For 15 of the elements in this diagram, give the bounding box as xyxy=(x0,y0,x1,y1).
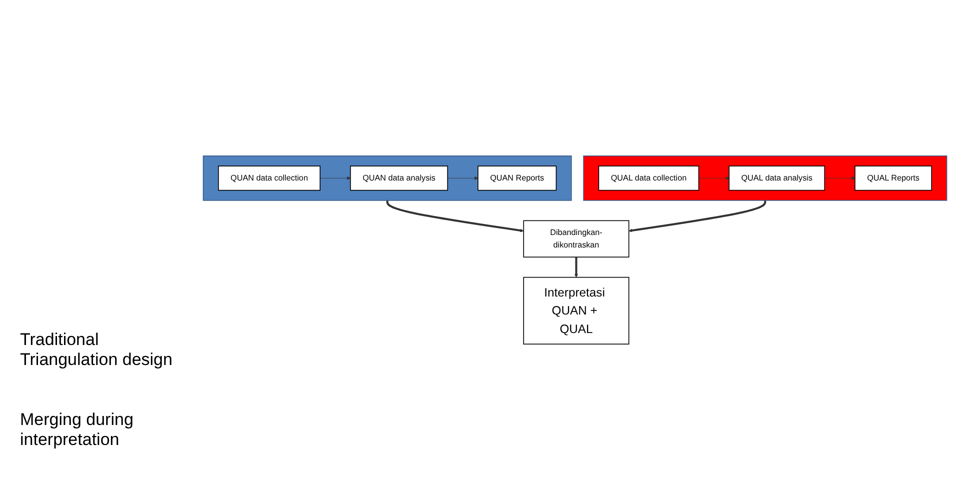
cluster xyxy=(583,156,948,201)
node-box: QUAN data analysis xyxy=(350,166,448,191)
node-box: Interpretasi QUAN + QUAL xyxy=(523,276,630,344)
arrow xyxy=(574,257,578,278)
arrow xyxy=(386,200,524,232)
cluster xyxy=(202,156,572,201)
node-box: QUAL Reports xyxy=(854,166,932,191)
note-text: Traditional Triangulation design xyxy=(20,330,174,370)
node-box: Dibandingkan-dikontraskan xyxy=(523,220,630,258)
node-box: QUAN data collection xyxy=(218,166,320,191)
arrow xyxy=(628,200,766,232)
note-text: Merging during interpretation xyxy=(20,410,134,450)
node-box: QUAL data collection xyxy=(598,166,700,191)
node-box: QUAN Reports xyxy=(478,166,557,191)
node-box: QUAL data analysis xyxy=(728,166,826,191)
